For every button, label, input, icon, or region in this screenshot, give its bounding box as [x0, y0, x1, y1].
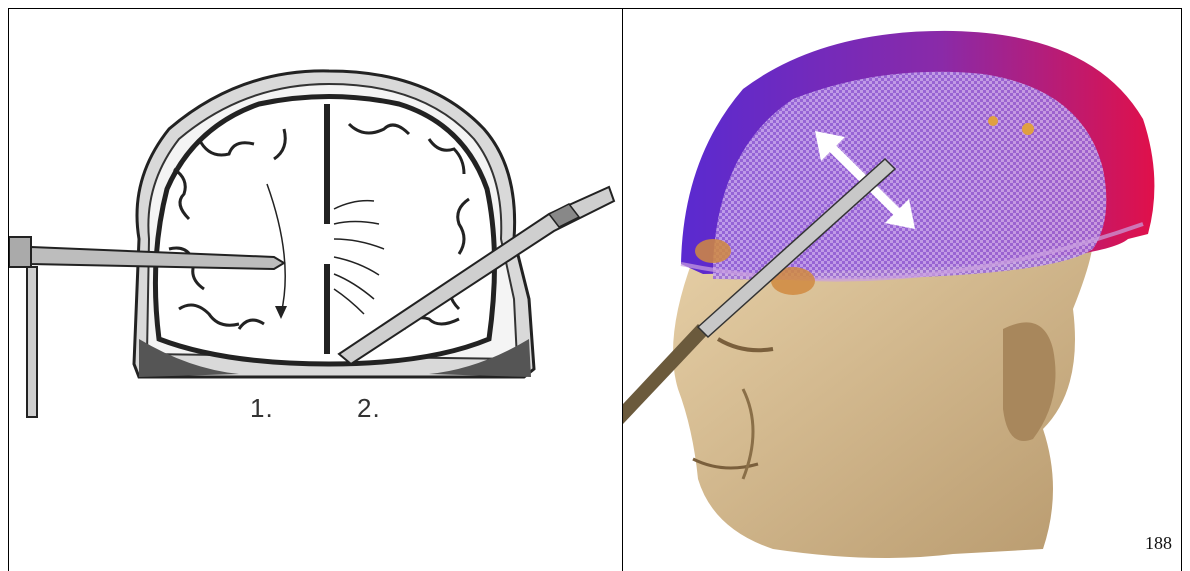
3d-head-brain-render-icon [623, 9, 1181, 571]
brain-coronal-section-engraving-icon [9, 9, 622, 571]
table-border-right [1181, 8, 1182, 571]
right-figure-panel: 188 [623, 9, 1181, 571]
left-figure-panel: 1. 2. [9, 9, 622, 571]
figure-label-2: 2. [357, 393, 381, 424]
figure-label-1: 1. [250, 393, 274, 424]
page-number: 188 [1145, 533, 1172, 554]
